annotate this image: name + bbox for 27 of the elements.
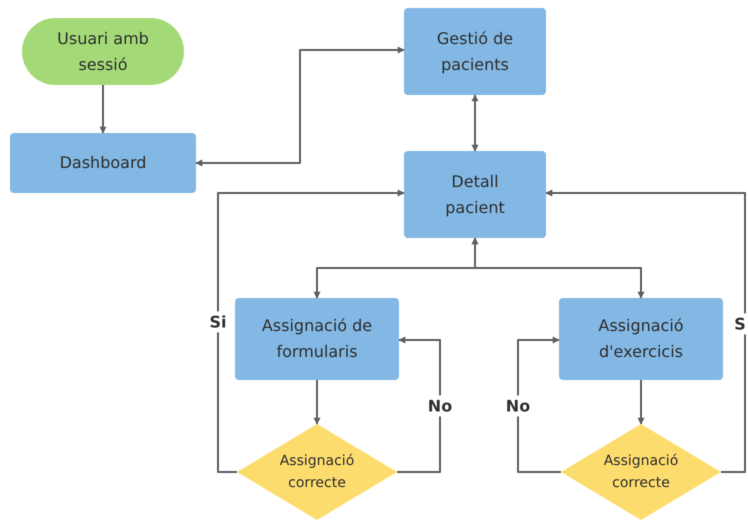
arrow bbox=[100, 85, 106, 134]
arrow bbox=[314, 380, 320, 425]
arrow bbox=[217, 190, 405, 473]
node-label: Detall pacient bbox=[444, 170, 506, 218]
process-box bbox=[235, 298, 399, 380]
node-label: Assignació correcte bbox=[602, 452, 680, 493]
node-label: Assignació d'exercicis bbox=[597, 315, 685, 363]
process-box bbox=[10, 133, 196, 193]
edge-label: Si bbox=[208, 311, 228, 333]
process-box bbox=[559, 298, 723, 380]
arrow bbox=[472, 237, 644, 299]
arrow bbox=[638, 380, 644, 425]
decision-diamond bbox=[237, 424, 397, 520]
arrow bbox=[195, 46, 405, 166]
node-label: Gestió de pacients bbox=[436, 28, 514, 76]
node-label: Assignació correcte bbox=[278, 452, 356, 493]
edge-label: S bbox=[732, 313, 748, 335]
arrow bbox=[397, 336, 441, 473]
node-label: Dashboard bbox=[58, 152, 148, 174]
arrow bbox=[472, 94, 478, 152]
arrow bbox=[517, 336, 561, 473]
decision-diamond bbox=[561, 424, 721, 520]
arrow bbox=[545, 190, 746, 473]
process-box bbox=[404, 8, 546, 95]
node-label: Usuari amb sessió bbox=[56, 28, 150, 76]
node-label: Assignació de formularis bbox=[260, 315, 374, 363]
process-box bbox=[404, 151, 546, 238]
